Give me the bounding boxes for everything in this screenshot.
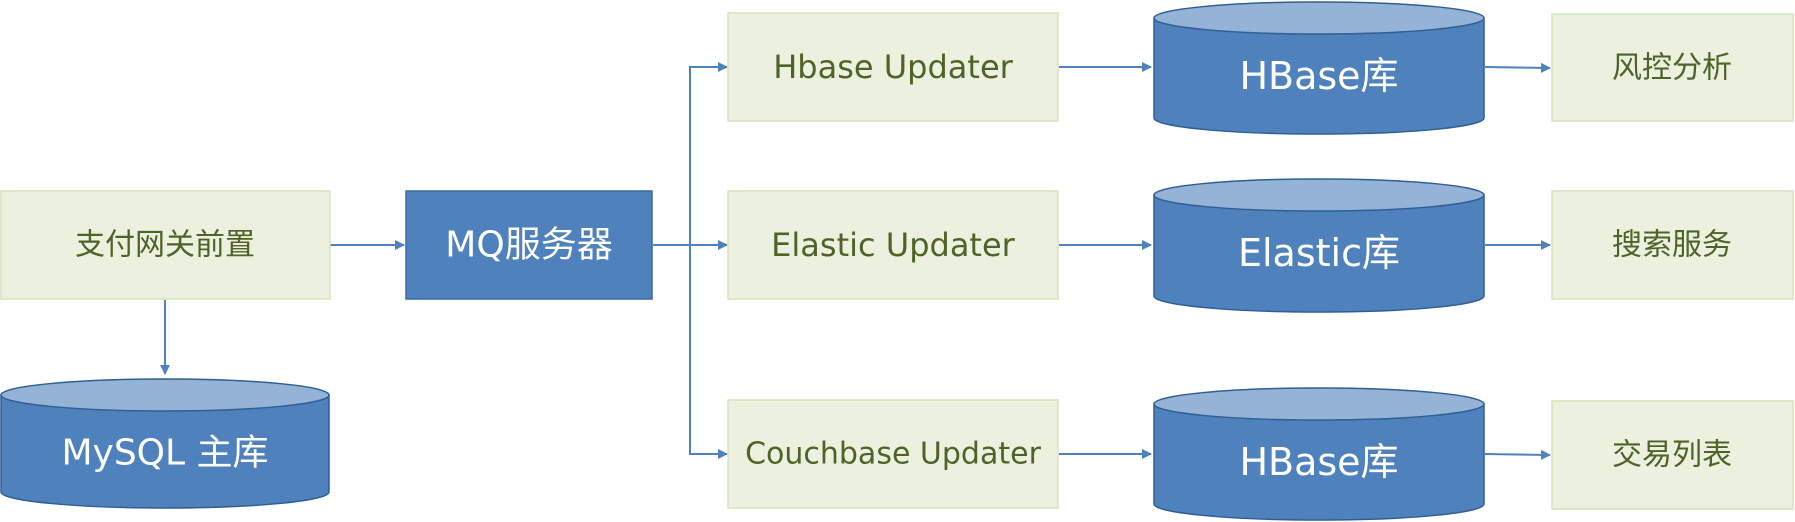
- elastic-updater-label: Elastic Updater: [771, 226, 1015, 264]
- search-service-node: 搜索服务: [1551, 190, 1794, 300]
- hbase-db-1-label: HBase库: [1239, 54, 1398, 98]
- arrow-mq-to-couchbase-updater: [689, 245, 728, 459]
- hbase-db-node-1: HBase库: [1153, 1, 1485, 135]
- elastic-db-label: Elastic库: [1238, 231, 1400, 275]
- elastic-db-node: Elastic库: [1153, 178, 1485, 313]
- gateway-node: 支付网关前置: [0, 190, 331, 300]
- hbase-db-node-2: HBase库: [1153, 387, 1485, 521]
- mq-server-node: MQ服务器: [405, 190, 653, 300]
- hbase-updater-label: Hbase Updater: [773, 48, 1013, 86]
- search-service-label: 搜索服务: [1612, 228, 1732, 263]
- arrow-hbase-db-to-transactions: [1484, 449, 1551, 460]
- elastic-updater-node: Elastic Updater: [727, 190, 1059, 300]
- gateway-label: 支付网关前置: [75, 228, 255, 263]
- mysql-db-node: MySQL 主库: [0, 378, 330, 509]
- hbase-updater-node: Hbase Updater: [727, 12, 1059, 122]
- couchbase-updater-node: Couchbase Updater: [727, 399, 1059, 509]
- connectors: [160, 62, 1551, 460]
- risk-analysis-node: 风控分析: [1551, 13, 1794, 122]
- mq-label: MQ服务器: [445, 225, 612, 266]
- transaction-list-label: 交易列表: [1612, 438, 1732, 473]
- mysql-label: MySQL 主库: [61, 433, 268, 474]
- couchbase-updater-label: Couchbase Updater: [745, 437, 1042, 472]
- hbase-db-2-label: HBase库: [1239, 440, 1398, 484]
- arrow-hbase-db-to-risk: [1484, 62, 1551, 73]
- risk-analysis-label: 风控分析: [1612, 51, 1732, 86]
- transaction-list-node: 交易列表: [1551, 400, 1794, 510]
- arrow-mq-to-hbase-updater: [689, 62, 728, 245]
